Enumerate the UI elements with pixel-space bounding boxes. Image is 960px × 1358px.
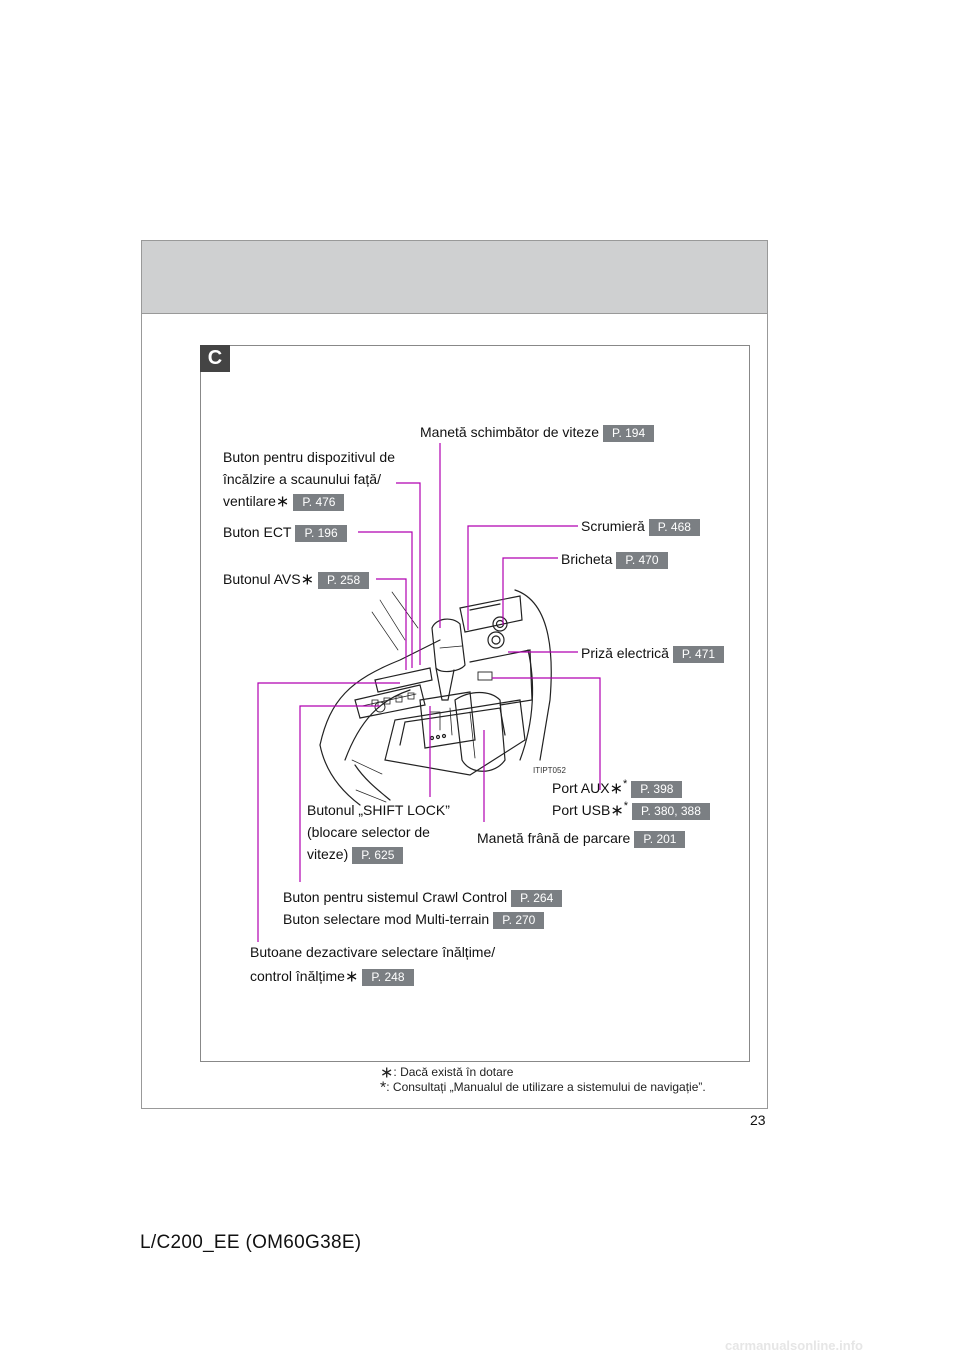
label-shift-lock: Butonul „SHIFT LOCK” (blocare selector d…: [307, 799, 450, 865]
label-text: Buton ECT: [223, 524, 292, 540]
image-code: ITIPT052: [533, 766, 566, 775]
label-line: Butonul „SHIFT LOCK”: [307, 802, 450, 818]
asterisk-icon: ∗: [344, 968, 359, 986]
console-illustration: [319, 589, 552, 806]
label-text: Butonul AVS: [223, 571, 301, 587]
label-line: ventilare: [223, 493, 276, 509]
label-text: Port AUX: [552, 780, 610, 796]
label-text: Buton pentru sistemul Crawl Control: [283, 889, 508, 905]
label-line: (blocare selector de: [307, 824, 430, 840]
asterisk-icon: *: [380, 1079, 387, 1097]
label-text: Port USB: [552, 802, 611, 818]
asterisk-icon: ∗: [300, 571, 314, 589]
page-ref-link[interactable]: P. 196: [295, 524, 347, 542]
label-text: Manetă frână de parcare: [477, 830, 631, 846]
footnote-text: : Dacă există în dotare: [393, 1065, 514, 1079]
page-frame: [141, 240, 768, 1109]
page-ref-link[interactable]: P. 476: [293, 493, 345, 511]
label-line: control înălțime: [250, 968, 345, 984]
page-ref-link[interactable]: P. 468: [648, 518, 700, 536]
page-ref-link[interactable]: P. 398: [631, 780, 683, 798]
asterisk-icon: ∗: [380, 1064, 394, 1082]
label-text: Buton selectare mod Multi-terrain: [283, 911, 490, 927]
diagram-panel: [200, 345, 750, 1062]
page-ref-link[interactable]: P. 270: [493, 911, 545, 929]
footnotes: ∗: Dacă există în dotare *: Consultați „…: [380, 1065, 706, 1096]
asterisk-icon: ∗: [609, 780, 623, 798]
label-text: Bricheta: [561, 551, 613, 567]
label-text: Priză electrică: [581, 645, 669, 661]
label-height-control: Butoane dezactivare selectare înălțime/ …: [250, 940, 495, 989]
asterisk-icon: *: [623, 800, 629, 812]
label-line: viteze): [307, 846, 349, 862]
document-code: L/C200_EE (OM60G38E): [140, 1232, 362, 1253]
page-ref-link[interactable]: P. 248: [362, 968, 414, 986]
page-ref-link[interactable]: P. 625: [352, 846, 404, 864]
page-ref-link[interactable]: P. 194: [602, 424, 655, 442]
page-number: 23: [750, 1112, 766, 1128]
page-ref-link[interactable]: P. 471: [672, 645, 725, 663]
page-ref-link[interactable]: P. 380, 388: [632, 802, 710, 820]
label-avs: Butonul AVS∗P. 258: [223, 570, 370, 589]
section-badge: C: [200, 345, 230, 372]
label-line: Butoane dezactivare selectare înălțime/: [250, 944, 496, 960]
page-ref-link[interactable]: P. 264: [511, 889, 563, 907]
label-line: încălzire a scaunului față/: [223, 471, 381, 487]
leader-lines: [257, 443, 601, 942]
label-aux-usb: Port AUX∗*P. 398 Port USB∗*P. 380, 388: [552, 778, 710, 822]
header-band: [142, 241, 767, 314]
label-text: Scrumieră: [581, 518, 645, 534]
label-text: Manetă schimbător de viteze: [420, 424, 599, 440]
asterisk-icon: ∗: [610, 802, 624, 820]
footnote-text: : Consultați „Manualul de utilizare a si…: [386, 1080, 706, 1095]
page-ref-link[interactable]: P. 258: [317, 571, 370, 589]
page-ref-link[interactable]: P. 470: [616, 551, 668, 569]
asterisk-icon: ∗: [275, 493, 290, 511]
watermark: carmanualsonline.info: [725, 1338, 863, 1353]
label-seat-heater: Buton pentru dispozitivul de încălzire a…: [223, 446, 395, 513]
page-ref-link[interactable]: P. 201: [634, 830, 686, 848]
label-line: Buton pentru dispozitivul de: [223, 449, 395, 465]
asterisk-icon: *: [623, 778, 628, 790]
